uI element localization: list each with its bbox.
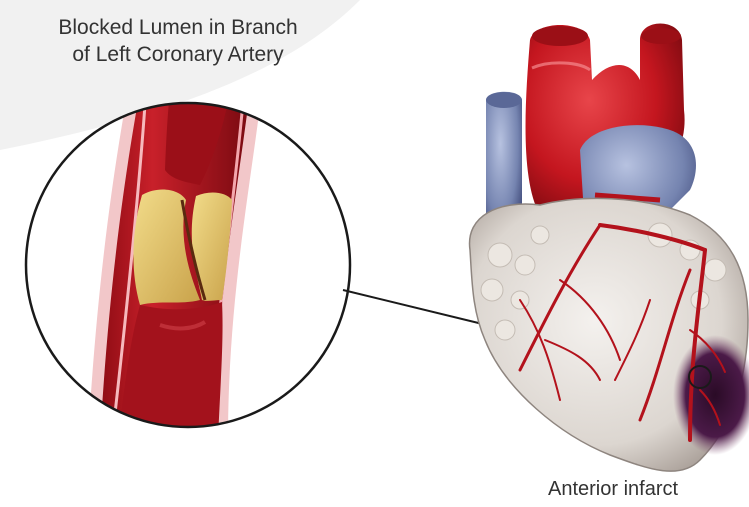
infarct-caption: Anterior infarct bbox=[548, 478, 678, 501]
magnified-artery-lens bbox=[26, 90, 350, 440]
diagram-title: Blocked Lumen in Branch of Left Coronary… bbox=[18, 14, 338, 68]
heart-illustration bbox=[470, 24, 749, 472]
title-line-2: of Left Coronary Artery bbox=[18, 41, 338, 68]
title-line-1: Blocked Lumen in Branch bbox=[18, 14, 338, 41]
